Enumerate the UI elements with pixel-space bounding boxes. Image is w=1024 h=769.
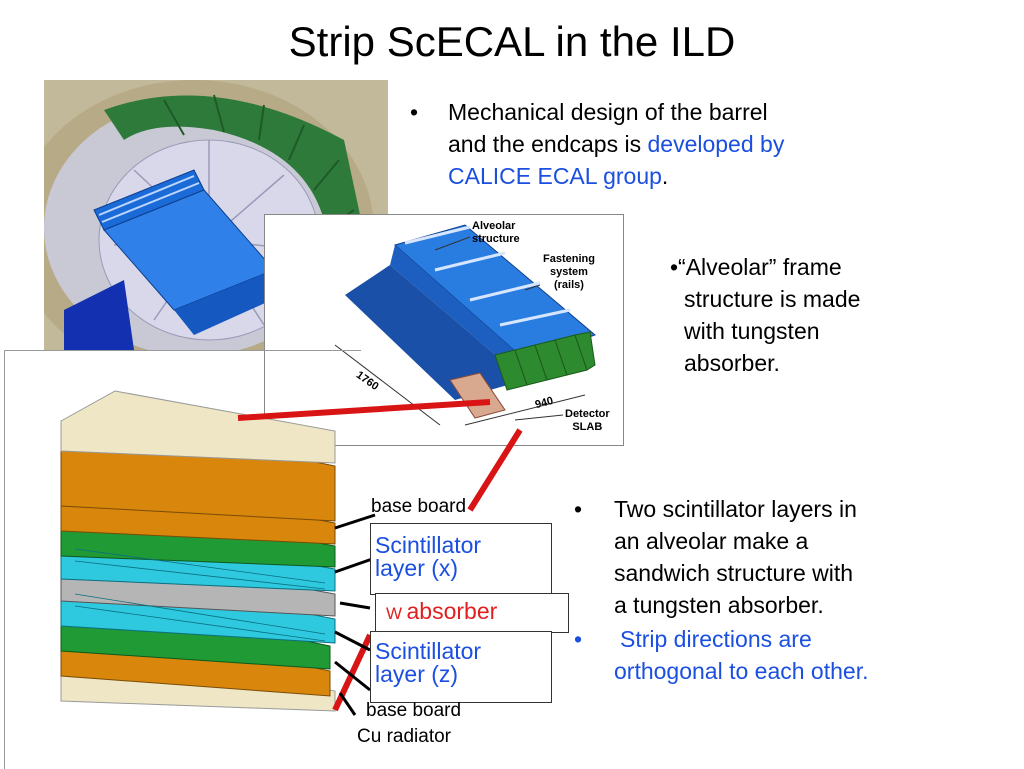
- label-alveolar-structure: Alveolar structure: [472, 220, 520, 245]
- bullet-strip-directions: •Strip directions are orthogonal to each…: [574, 623, 1014, 687]
- layer-stack-figure: [4, 350, 361, 769]
- label-base-board-bottom: base board: [366, 700, 462, 721]
- bullet-marker: •: [410, 99, 419, 125]
- label-base-board-top: base board: [371, 496, 467, 517]
- label-cu-radiator: Cu radiator: [357, 726, 451, 747]
- bullet-marker: •: [574, 626, 583, 652]
- red-connector-lines: [237, 399, 523, 716]
- page-title: Strip ScECAL in the ILD: [288, 18, 736, 65]
- label-box-scintillator-x: Scintillator layer (x): [370, 523, 552, 595]
- bullet-mechanical-design: •Mechanical design of the barrel and the…: [410, 96, 890, 192]
- bullet-marker: •: [574, 496, 583, 522]
- bullet-two-scintillator-layers: •Two scintillator layers in an alveolar …: [574, 493, 1014, 621]
- label-box-w-absorber: W absorber: [375, 593, 569, 633]
- label-box-scintillator-z: Scintillator layer (z): [370, 631, 552, 703]
- bullet-alveolar-frame: •“Alveolar” frame structure is made with…: [670, 254, 861, 376]
- label-detector-slab: Detector SLAB: [565, 408, 610, 433]
- label-fastening-system: Fastening system (rails): [543, 253, 595, 291]
